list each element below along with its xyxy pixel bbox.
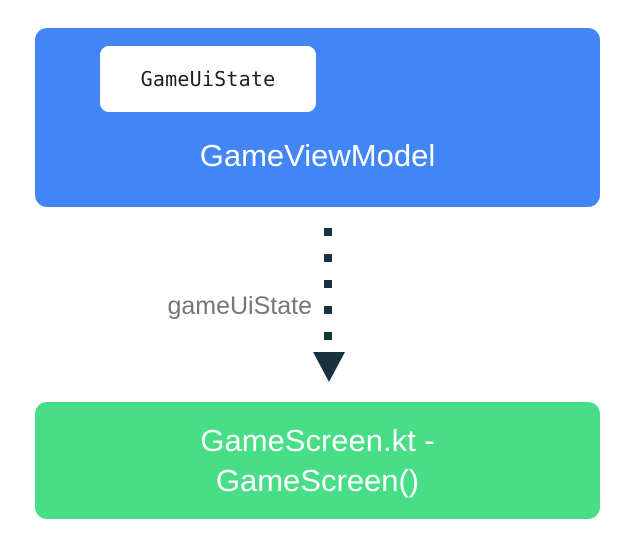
state-flow-connector <box>310 218 352 388</box>
game-ui-state-label: GameUiState <box>140 67 276 91</box>
connector-dot <box>324 254 332 262</box>
arrow-down-icon <box>313 352 345 382</box>
connector-dot <box>324 228 332 236</box>
game-ui-state-chip[interactable]: GameUiState <box>100 46 316 112</box>
connector-dot <box>324 280 332 288</box>
screen-node-label-line1: GameScreen.kt - <box>200 422 435 458</box>
connector-dot <box>324 306 332 314</box>
connector-label: gameUiState <box>167 292 312 320</box>
connector-dot <box>324 332 332 340</box>
viewmodel-node[interactable]: GameUiState GameViewModel <box>35 28 600 207</box>
screen-node[interactable]: GameScreen.kt - GameScreen() <box>35 402 600 519</box>
viewmodel-node-label: GameViewModel <box>199 138 436 173</box>
screen-node-label-line2: GameScreen() <box>215 462 420 498</box>
